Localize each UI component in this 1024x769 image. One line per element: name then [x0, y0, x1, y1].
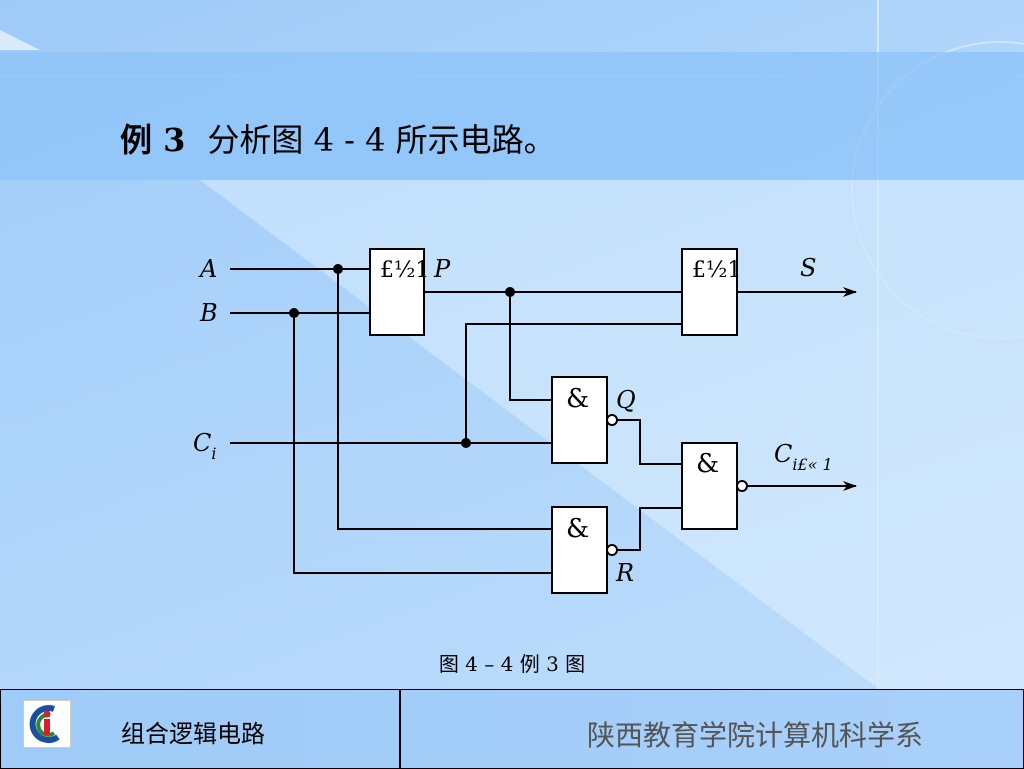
example-text: 分析图 4 - 4 所示电路。	[207, 121, 556, 159]
input-b-label: B	[199, 299, 218, 327]
wire-b-to-r	[293, 313, 552, 574]
slide-title: 例 3 分析图 4 - 4 所示电路。	[120, 115, 556, 161]
bubble-r	[606, 544, 618, 556]
wire-q	[618, 419, 682, 465]
junction-p	[505, 287, 515, 297]
input-a-label: A	[198, 255, 217, 283]
title-band	[0, 52, 1024, 180]
wire-p-to-q	[509, 292, 552, 401]
output-carry-label: Ci£« 1	[774, 440, 833, 474]
bubble-q	[606, 414, 618, 426]
junction-a	[333, 264, 343, 274]
wires	[230, 268, 682, 574]
nand-gate-r	[551, 506, 608, 594]
footer-bar: 组合逻辑电路 陕西教育学院计算机科学系	[0, 689, 1024, 769]
nand-out-symbol: &	[696, 449, 719, 479]
input-ci-label: Ci	[193, 429, 217, 463]
footer-chapter-title: 组合逻辑电路	[121, 720, 265, 748]
nand-r-symbol: &	[566, 514, 589, 544]
output-s-label: S	[800, 254, 816, 282]
footer-left-cell: 组合逻辑电路	[1, 690, 401, 768]
wire-r	[618, 507, 682, 551]
xor-gate-2	[681, 248, 738, 336]
signal-q-label: Q	[616, 386, 636, 414]
wire-a-to-r	[337, 269, 552, 530]
example-number: 例 3	[120, 121, 186, 159]
bubble-out	[736, 480, 748, 492]
junction-b	[289, 308, 299, 318]
xor2-symbol: £½1	[692, 258, 741, 283]
junction-ci	[461, 438, 471, 448]
xor-gate-1	[369, 248, 425, 336]
wire-ci-to-xor2	[465, 323, 682, 443]
college-logo-icon	[23, 700, 71, 748]
signal-r-label: R	[615, 559, 634, 587]
footer-department: 陕西教育学院计算机科学系	[586, 719, 923, 752]
nand-gate-out	[681, 442, 738, 530]
xor1-symbol: £½1	[380, 258, 429, 283]
junctions	[289, 264, 515, 448]
logic-circuit-diagram: £½1 £½1 & & & A B Ci P Q R S Ci£« 1	[193, 248, 857, 594]
signal-p-label: P	[433, 255, 451, 283]
figure-caption: 图 4 – 4 例 3 图	[438, 652, 586, 676]
nand-q-symbol: &	[566, 384, 589, 414]
